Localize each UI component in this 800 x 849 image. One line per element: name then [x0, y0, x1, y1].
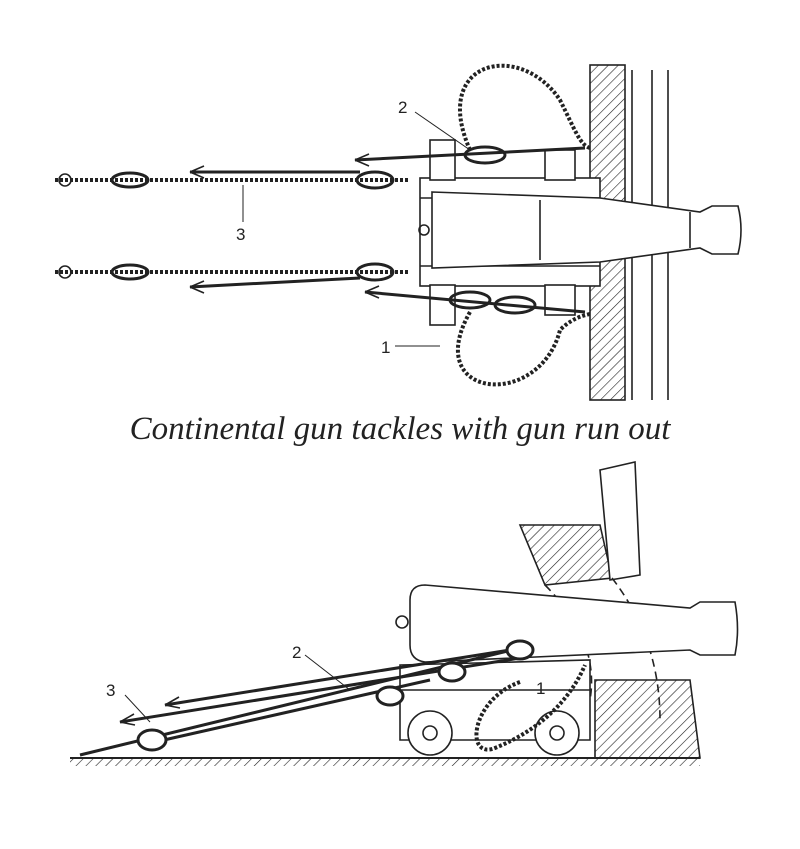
- top-label-2: 2: [398, 98, 407, 117]
- top-label-3: 3: [236, 225, 245, 244]
- figure-caption: Continental gun tackles with gun run out: [129, 411, 671, 447]
- cannon-barrel: [431, 191, 742, 269]
- top-view: [55, 63, 742, 401]
- side-tackles-ropes: [79, 639, 535, 757]
- wheel-front: [534, 710, 580, 756]
- side-tackles: [354, 145, 586, 315]
- wheel-rear: [407, 710, 453, 756]
- breeching-rope-bottom: [455, 311, 591, 387]
- top-label-1: 1: [381, 338, 390, 357]
- tackle-upper: [55, 165, 410, 190]
- ship-side-lower: [594, 679, 701, 759]
- ship-side-upper: [518, 524, 613, 586]
- side-label-1: 1: [536, 679, 545, 698]
- breeching-rope-side: [474, 664, 587, 752]
- side-view: [70, 461, 739, 766]
- breeching-rope-top: [457, 63, 591, 151]
- tackle-lower: [55, 262, 410, 294]
- cannon-barrel-side: [409, 584, 739, 663]
- side-carriage: [399, 659, 591, 756]
- gun-port-lid: [599, 461, 641, 581]
- side-label-3: 3: [106, 681, 115, 700]
- side-label-2: 2: [292, 643, 301, 662]
